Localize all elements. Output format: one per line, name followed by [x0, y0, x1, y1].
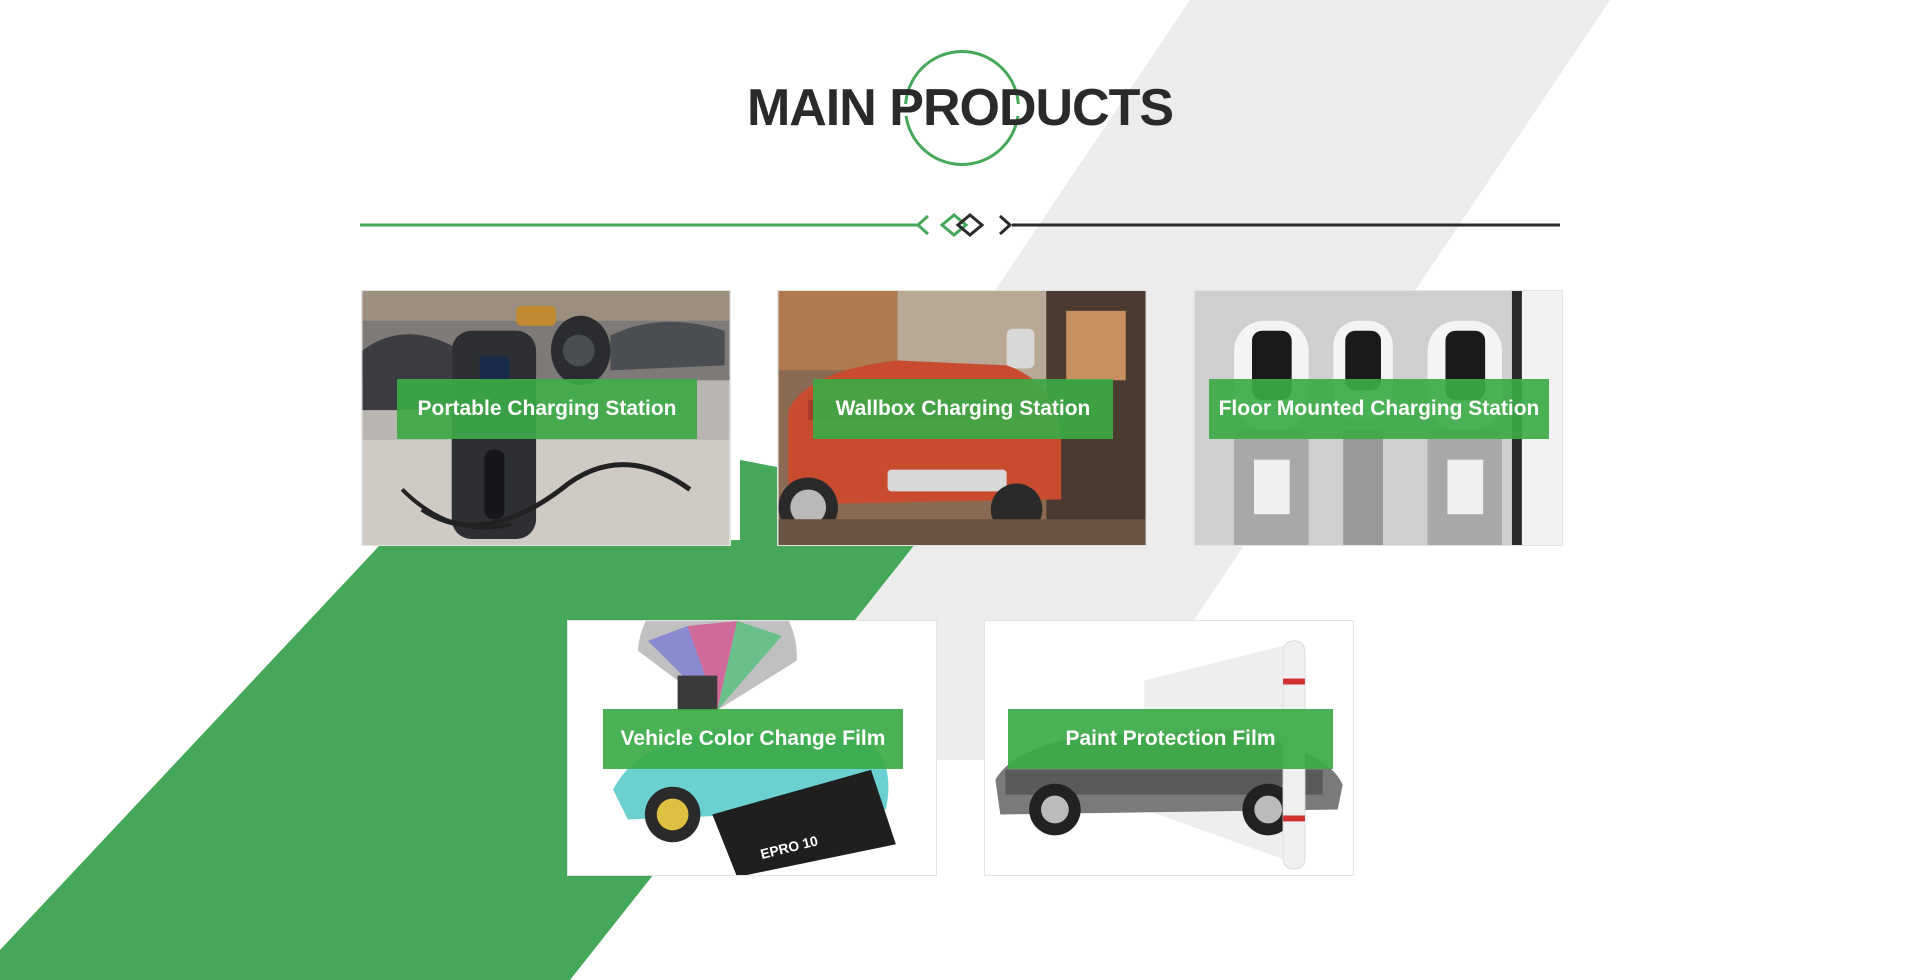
portable-charger-image: [362, 291, 730, 545]
product-label[interactable]: Vehicle Color Change Film: [603, 709, 903, 769]
product-card-portable-charging-station[interactable]: Portable Charging Station: [361, 290, 731, 546]
product-label[interactable]: Floor Mounted Charging Station: [1209, 379, 1549, 439]
product-card-wallbox-charging-station[interactable]: Wallbox Charging Station: [777, 290, 1147, 546]
title-ring-mask: [880, 104, 1050, 116]
header: MAIN PRODUCTS: [0, 0, 1920, 260]
product-card-paint-protection-film[interactable]: Paint Protection Film: [984, 620, 1354, 876]
product-label[interactable]: Portable Charging Station: [397, 379, 697, 439]
product-label[interactable]: Wallbox Charging Station: [813, 379, 1113, 439]
product-card-floor-mounted-charging-station[interactable]: Floor Mounted Charging Station: [1193, 290, 1563, 546]
product-card-vehicle-color-change-film[interactable]: EPRO 10 Vehicle Color Change Film: [567, 620, 937, 876]
page-title: MAIN PRODUCTS: [746, 79, 1174, 137]
product-label[interactable]: Paint Protection Film: [1008, 709, 1333, 769]
title-divider: [360, 213, 1560, 237]
